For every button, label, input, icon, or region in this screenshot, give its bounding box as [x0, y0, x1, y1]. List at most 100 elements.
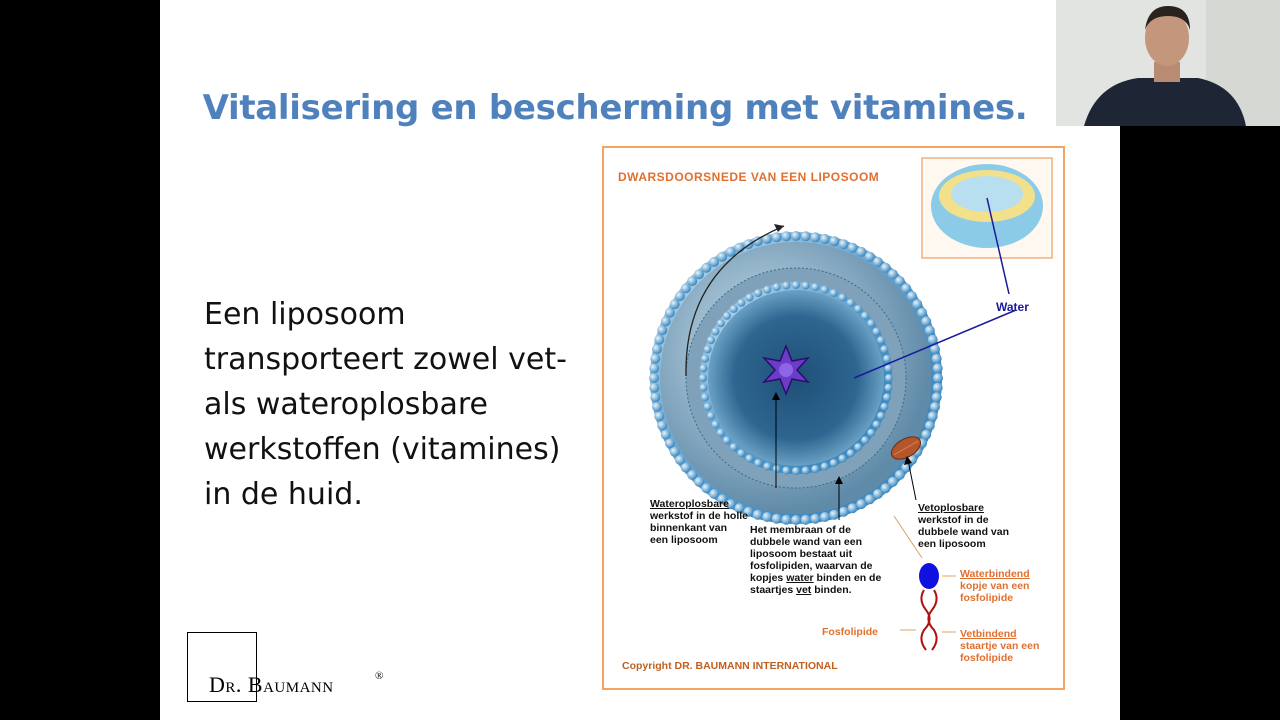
phospholipid-head-bead	[872, 327, 881, 336]
phospholipid-head-bead	[838, 506, 849, 517]
phospholipid-head-bead	[864, 494, 875, 505]
label-vetoplosbare: Vetoplosbare werkstof in de dubbele wand…	[918, 502, 1010, 550]
connector-phospholipid	[893, 515, 923, 559]
phospholipid-head-bead	[754, 289, 763, 297]
label-waterbindend: Waterbindend kopje van een fosfolipide	[960, 568, 1030, 604]
phospholipid-head-bead	[819, 234, 830, 244]
phospholipid-head-bead	[771, 513, 782, 524]
logo-registered-mark: ®	[375, 670, 384, 682]
phospholipid-head-bead	[745, 293, 754, 302]
arrow-vetoplosbare	[907, 459, 917, 501]
phospholipid-head-bead	[669, 446, 680, 457]
phospholipid-head-bead	[763, 285, 772, 294]
phospholipid-head-bead	[660, 316, 671, 327]
phospholipid-head-bead	[872, 257, 883, 267]
phospholipid-head-bead	[717, 494, 728, 505]
phospholipid-head-bead	[737, 449, 746, 458]
slide-title: Vitalisering en bescherming met vitamine…	[202, 88, 1028, 128]
presenter-body	[1084, 78, 1246, 126]
webcam-overlay	[1056, 0, 1280, 126]
phospholipid-head-bead	[801, 281, 810, 290]
phospholipid-head-bead	[734, 503, 745, 514]
phospholipid-head-bead	[716, 428, 725, 437]
figure-copyright: Copyright DR. BAUMANN INTERNATIONAL	[622, 660, 838, 672]
phospholipid-head-bead	[657, 420, 668, 431]
logo-square	[187, 632, 257, 702]
phospholipid-head-bead	[772, 283, 781, 291]
rotation-arrow-icon	[685, 225, 785, 377]
phospholipid-head-bead	[801, 466, 810, 475]
phospholipid-head-bead	[811, 283, 820, 291]
phospholipid-head-bead	[872, 489, 883, 499]
phospholipid-head-bead	[856, 246, 867, 257]
phospholipid-head-bead	[771, 232, 782, 243]
phospholipid-head-bead	[792, 467, 800, 475]
phospholipid-head-bead	[743, 506, 754, 517]
phospholipid-head-bead	[861, 436, 870, 445]
phospholipid-head-bead	[669, 299, 680, 310]
label-membraan: Het membraan of de dubbele wand van een …	[750, 524, 882, 596]
phospholipid-head-bead	[660, 429, 671, 440]
phospholipid-head-bead	[877, 336, 885, 345]
phospholipid-head-bead	[650, 392, 661, 403]
phospholipid-head-bead	[680, 283, 691, 294]
phospholipid-head-bead	[745, 454, 754, 463]
fat-soluble-substance-icon	[890, 436, 922, 460]
phospholipid-head-bead	[894, 276, 905, 287]
presentation-slide: Vitalisering en bescherming met vitamine…	[160, 0, 1120, 720]
phospholipid-head-bead	[754, 459, 763, 467]
phospholipid-head-bead	[829, 459, 838, 467]
phospholipid-head-bead	[885, 374, 893, 382]
inset-core	[951, 176, 1023, 212]
phospholipid-head-bead	[709, 489, 720, 499]
phospholipid-head-bead	[887, 476, 898, 487]
phospholipid-head-bead	[800, 231, 811, 242]
phospholipid-head-bead	[729, 443, 738, 452]
phospholipid-head-bead	[737, 298, 746, 307]
phospholipid-head-bead	[930, 344, 940, 355]
phospholipid-head-bead	[854, 443, 863, 452]
phospholipid-head-bead	[930, 401, 940, 412]
label-vetbindend: Vetbindend staartje van een fosfolipide	[960, 628, 1040, 664]
phospholipid-head-bead	[652, 401, 662, 412]
liposome-illustration	[649, 157, 1053, 651]
phospholipid-head-bead	[680, 462, 691, 473]
phospholipid-head-bead	[703, 402, 712, 411]
phospholipid-head-bead	[931, 392, 942, 403]
phospholipid-head-bead	[664, 307, 675, 318]
phospholipid-head-bead	[650, 353, 661, 364]
phospholipid-head-bead	[752, 509, 763, 520]
phospholipid-head-bead	[847, 242, 858, 253]
phospholipid-head-bead	[887, 269, 898, 280]
phospholipid-head-bead	[894, 469, 905, 480]
phospholipid-head-bead	[884, 383, 893, 392]
phospholipid-head-bead	[883, 354, 891, 363]
phospholipid-head-bead	[752, 236, 763, 247]
phospholipid-head-bead	[867, 319, 876, 328]
phospholipid-head-bead	[782, 281, 791, 290]
phospholipid-head-bead	[800, 514, 811, 525]
phospholipid-head-bead	[725, 499, 736, 510]
phospholipid-head-bead	[829, 509, 840, 520]
water-soluble-substance-icon	[761, 343, 811, 397]
phospholipid-head-bead	[883, 393, 891, 402]
body-line-3: als wateroplosbare	[204, 387, 488, 422]
phospholipid-head-bead	[880, 262, 891, 273]
phospholipid-head-bead	[649, 382, 660, 393]
water-label: Water	[996, 300, 1029, 314]
water-pointer-line	[853, 309, 1017, 379]
logo-wordmark: Dr. Baumann	[209, 672, 334, 697]
phospholipid-head-bead	[703, 345, 712, 354]
slide-body-text: Een liposoom transporteert zowel vet- al…	[204, 292, 584, 517]
phospholipid-head-bead	[725, 246, 736, 257]
phospholipid-head-bead	[711, 327, 720, 336]
phospholipid-head-bead	[901, 283, 912, 294]
phospholipid-head-bead	[699, 364, 708, 373]
phospholipid-head-bead	[854, 304, 863, 313]
phospholipid-head-bead	[838, 454, 847, 463]
phospholipid-head-bead	[811, 465, 820, 473]
phospholipid-head-bead	[872, 420, 881, 429]
phospholipid-head-bead	[924, 325, 935, 336]
phospholipid-head-bead	[716, 319, 725, 328]
phospholipid-head-bead	[932, 382, 943, 393]
